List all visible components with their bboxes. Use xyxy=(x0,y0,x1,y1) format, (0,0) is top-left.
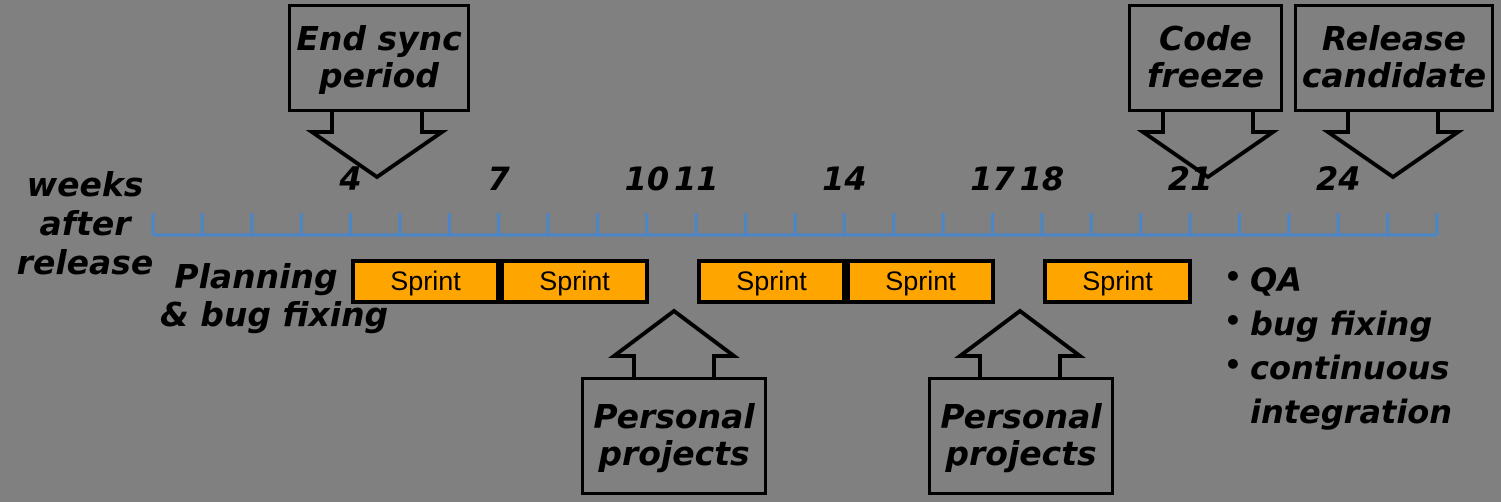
timeline-ticks xyxy=(151,213,1439,235)
axis-label-line-release: release xyxy=(16,242,154,282)
sprint-label: Sprint xyxy=(1082,266,1153,296)
callout-arrow-release-candidate xyxy=(1321,110,1465,180)
tick-label-week-18: 18 xyxy=(1019,160,1065,198)
tick-label-week-11: 11 xyxy=(673,160,719,198)
callout-personal-projects-2[interactable]: Personal projects xyxy=(928,377,1114,495)
callout-personal-projects-2-label: Personal projects xyxy=(940,397,1102,473)
callout-arrow-personal-projects-1 xyxy=(608,308,740,378)
axis-label: weeks after release xyxy=(14,165,156,283)
planning-line-2: & bug fixing xyxy=(160,294,389,334)
callout-personal-projects-1[interactable]: Personal projects xyxy=(581,377,767,495)
callout-end-sync-period[interactable]: End sync period xyxy=(288,4,470,112)
callout-arrow-code-freeze xyxy=(1136,110,1280,180)
planning-line-1: Planning xyxy=(174,257,338,296)
tick-label-week-17: 17 xyxy=(970,160,1015,198)
tick-label-week-24: 24 xyxy=(1315,160,1361,198)
list-item-label: continuous integration xyxy=(1250,349,1453,432)
axis-label-line-weeks: weeks xyxy=(26,165,144,204)
callout-release-candidate[interactable]: Release candidate xyxy=(1294,4,1494,112)
callout-personal-projects-1-label: Personal projects xyxy=(593,397,755,473)
bullet-icon: • xyxy=(1224,260,1242,293)
sprint-box[interactable]: Sprint xyxy=(351,259,500,304)
phase-label-planning: Planning & bug fixing xyxy=(160,257,389,334)
axis-label-line-after: after xyxy=(39,203,131,243)
list-item-label: bug fixing xyxy=(1250,305,1433,344)
sprint-label: Sprint xyxy=(539,266,610,296)
callout-code-freeze-label: Code freeze xyxy=(1147,19,1264,95)
callout-arrow-end-sync-period xyxy=(305,110,449,180)
bullet-icon: • xyxy=(1224,304,1242,338)
callout-arrow-personal-projects-2 xyxy=(954,308,1086,378)
bullet-icon: • xyxy=(1224,348,1242,382)
tick-label-week-10: 10 xyxy=(624,160,670,198)
sprint-box[interactable]: Sprint xyxy=(697,259,846,304)
sprint-label: Sprint xyxy=(736,266,807,296)
callout-code-freeze[interactable]: Code freeze xyxy=(1128,4,1283,112)
list-item: • QA xyxy=(1224,258,1494,302)
sprint-box[interactable]: Sprint xyxy=(846,259,995,304)
tick-label-week-7: 7 xyxy=(487,160,510,198)
activities-list: • QA • bug fixing • continuous integrati… xyxy=(1224,258,1494,435)
callout-release-candidate-label: Release candidate xyxy=(1301,19,1487,95)
list-item-label: QA xyxy=(1250,261,1302,299)
tick-label-week-14: 14 xyxy=(822,160,867,198)
sprint-label: Sprint xyxy=(885,266,956,296)
list-item: • bug fixing xyxy=(1224,302,1494,346)
sprint-label: Sprint xyxy=(390,266,461,296)
tick-label-week-21: 21 xyxy=(1167,160,1213,198)
list-item: • continuous integration xyxy=(1224,346,1494,434)
sprint-box[interactable]: Sprint xyxy=(1043,259,1192,304)
callout-end-sync-period-label: End sync period xyxy=(296,19,462,95)
tick-label-week-4: 4 xyxy=(339,160,362,198)
sprint-box[interactable]: Sprint xyxy=(500,259,649,304)
